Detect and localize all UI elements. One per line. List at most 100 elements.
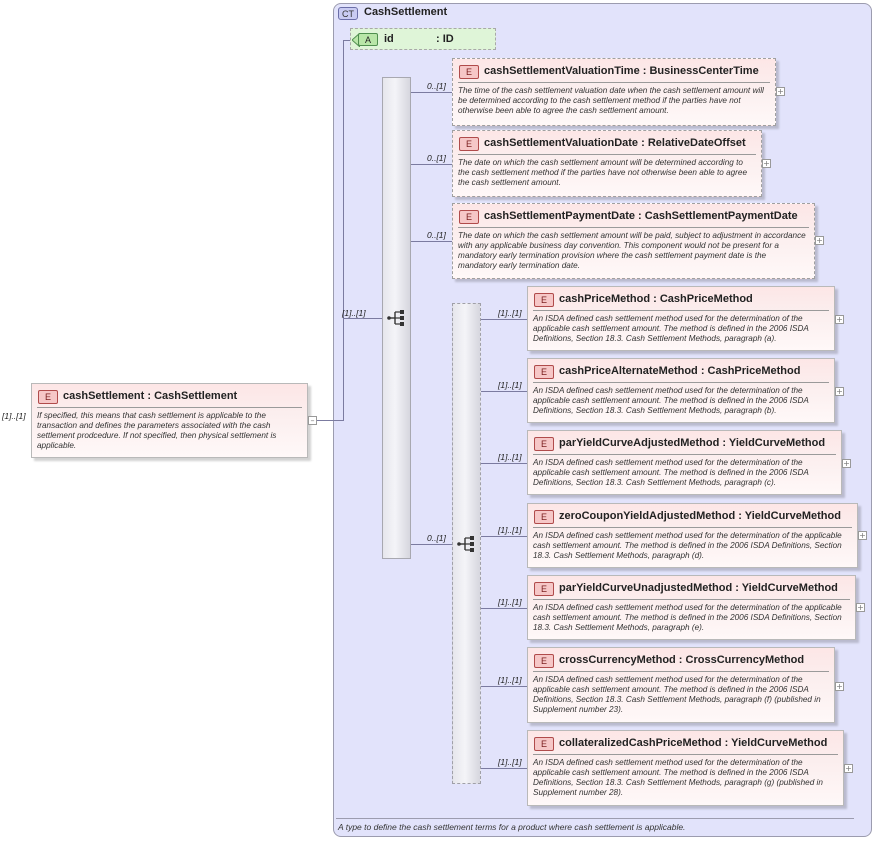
connector [481,686,528,687]
element-title: collateralizedCashPriceMethod : YieldCur… [559,737,828,749]
connector [343,40,344,421]
root-cardinality: [1]..[1] [2,411,26,421]
connector [481,768,528,769]
expand-button[interactable]: + [856,603,865,612]
element-title: cashSettlement : CashSettlement [63,390,238,402]
element-divider [533,527,852,528]
element-divider [533,382,829,383]
sequence-cardinality: 0..[1] [427,533,446,543]
element-divider [458,227,809,228]
connector [481,463,528,464]
element-title: parYieldCurveUnadjustedMethod : YieldCur… [559,582,838,594]
element-divider [458,82,770,83]
element-cashSettlementValuationDate[interactable]: E cashSettlementValuationDate : Relative… [452,130,762,197]
attribute-box[interactable] [350,28,496,50]
element-parYieldCurveUnadjustedMethod[interactable]: E parYieldCurveUnadjustedMethod : YieldC… [527,575,856,640]
connector [316,420,343,421]
expand-button[interactable]: + [776,87,785,96]
element-divider [533,671,829,672]
element-documentation: An ISDA defined cash settlement method u… [533,675,821,714]
expand-button[interactable]: + [815,236,824,245]
element-cashPriceMethod[interactable]: E cashPriceMethod : CashPriceMethod An I… [527,286,835,351]
element-badge: E [534,293,554,307]
element-divider [533,454,836,455]
complex-type-badge: CT [338,7,358,20]
element-badge: E [534,510,554,524]
element-badge: E [534,365,554,379]
element-cardinality: 0..[1] [427,81,446,91]
expand-button[interactable]: + [842,459,851,468]
element-cardinality: [1]..[1] [498,597,522,607]
element-zeroCouponYieldAdjustedMethod[interactable]: E zeroCouponYieldAdjustedMethod : YieldC… [527,503,858,568]
collapse-button[interactable]: – [308,416,317,425]
expand-button[interactable]: + [858,531,867,540]
element-documentation: An ISDA defined cash settlement method u… [533,758,823,797]
connector [343,40,353,41]
element-badge: E [38,390,58,404]
complex-type-name: CashSettlement [364,6,448,18]
expand-button[interactable]: + [835,315,844,324]
element-title: cashPriceMethod : CashPriceMethod [559,293,753,305]
element-divider [533,754,838,755]
element-documentation: An ISDA defined cash settlement method u… [533,314,809,343]
element-documentation: An ISDA defined cash settlement method u… [533,531,842,560]
complex-type-doc-divider [336,818,854,819]
element-cashSettlementValuationTime[interactable]: E cashSettlementValuationTime : Business… [452,58,776,126]
element-badge: E [534,654,554,668]
element-documentation: An ISDA defined cash settlement method u… [533,458,809,487]
element-cardinality: 0..[1] [427,230,446,240]
element-title: zeroCouponYieldAdjustedMethod : YieldCur… [559,510,841,522]
element-cardinality: [1]..[1] [498,757,522,767]
expand-button[interactable]: + [835,387,844,396]
element-cardinality: [1]..[1] [498,380,522,390]
element-documentation: The date on which the cash settlement am… [458,158,748,187]
element-badge: E [534,582,554,596]
expand-button[interactable]: + [762,159,771,168]
element-documentation: If specified, this means that cash settl… [37,411,277,450]
attribute-name: id [384,33,394,45]
element-collateralizedCashPriceMethod[interactable]: E collateralizedCashPriceMethod : YieldC… [527,730,844,806]
element-documentation: The date on which the cash settlement am… [458,231,806,270]
element-cashSettlementPaymentDate[interactable]: E cashSettlementPaymentDate : CashSettle… [452,203,815,279]
element-cardinality: 0..[1] [427,153,446,163]
expand-button[interactable]: + [835,682,844,691]
sequence-compositor[interactable] [382,77,411,559]
element-badge: E [534,437,554,451]
connector [343,318,382,319]
element-crossCurrencyMethod[interactable]: E crossCurrencyMethod : CrossCurrencyMet… [527,647,835,723]
complex-type-documentation: A type to define the cash settlement ter… [338,822,686,832]
element-badge: E [534,737,554,751]
element-badge: E [459,210,479,224]
element-badge: E [459,137,479,151]
connector [481,608,528,609]
sequence-cardinality: [1]..[1] [342,308,366,318]
root-element-cashSettlement[interactable]: E cashSettlement : CashSettlement If spe… [31,383,308,458]
attribute-badge: A [358,33,378,46]
attribute-type: : ID [436,33,454,45]
element-cardinality: [1]..[1] [498,308,522,318]
connector [481,391,528,392]
connector [481,319,528,320]
element-title: cashSettlementValuationTime : BusinessCe… [484,65,759,77]
expand-button[interactable]: + [844,764,853,773]
element-title: cashPriceAlternateMethod : CashPriceMeth… [559,365,801,377]
element-documentation: The time of the cash settlement valuatio… [458,86,764,115]
element-badge: E [459,65,479,79]
element-divider [533,599,850,600]
element-cashPriceAlternateMethod[interactable]: E cashPriceAlternateMethod : CashPriceMe… [527,358,835,423]
connector [411,92,453,93]
element-documentation: An ISDA defined cash settlement method u… [533,603,842,632]
element-title: cashSettlementPaymentDate : CashSettleme… [484,210,798,222]
element-divider [533,310,829,311]
element-documentation: An ISDA defined cash settlement method u… [533,386,809,415]
sequence-icon [387,310,404,326]
element-parYieldCurveAdjustedMethod[interactable]: E parYieldCurveAdjustedMethod : YieldCur… [527,430,842,495]
element-cardinality: [1]..[1] [498,675,522,685]
sequence-icon [457,536,474,552]
element-cardinality: [1]..[1] [498,452,522,462]
connector [411,241,453,242]
element-title: cashSettlementValuationDate : RelativeDa… [484,137,746,149]
element-divider [458,154,756,155]
element-title: parYieldCurveAdjustedMethod : YieldCurve… [559,437,826,449]
connector [411,164,453,165]
